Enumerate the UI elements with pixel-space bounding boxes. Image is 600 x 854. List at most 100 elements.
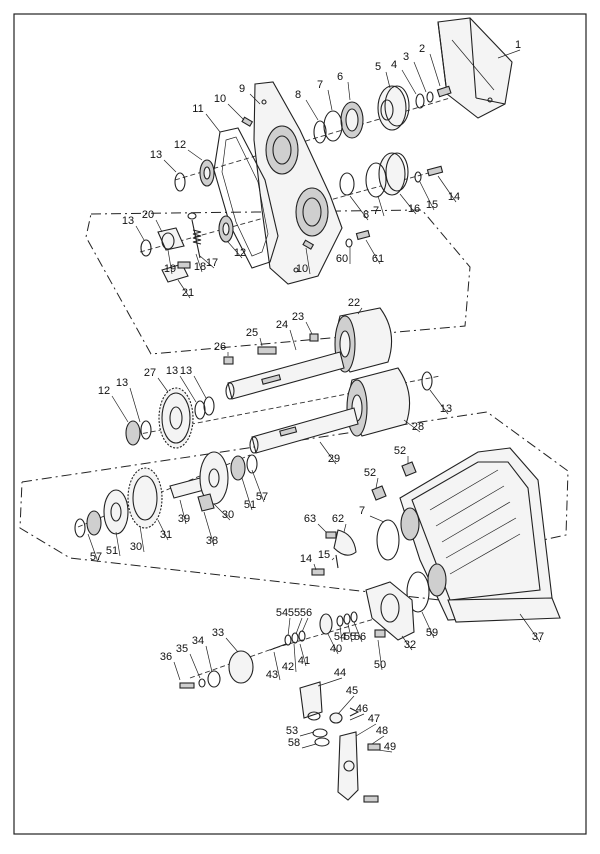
leader-line-40 — [327, 633, 339, 655]
leader-line-6 — [347, 81, 351, 101]
callout-label-7: 7 — [317, 79, 323, 91]
part-shaft-24 — [225, 351, 345, 400]
part-pulley-stack — [313, 85, 452, 144]
part-bracket-32 — [365, 581, 415, 641]
leader-line-49 — [377, 749, 393, 753]
leader-line-39 — [179, 499, 187, 525]
callout-label-51-2: 51 — [106, 545, 118, 557]
part-gearbox-housing — [399, 447, 561, 623]
callout-label-32: 32 — [404, 639, 416, 651]
leader-line-3 — [413, 61, 427, 93]
leader-line-11 — [205, 113, 221, 133]
callout-label-13-4: 13 — [166, 365, 178, 377]
leader-line-24 — [289, 329, 297, 351]
leader-line-1 — [497, 49, 521, 59]
leader-line-36 — [173, 661, 181, 681]
leader-line-15 — [419, 181, 435, 211]
callout-label-10: 10 — [214, 93, 226, 105]
leader-line-27 — [157, 377, 169, 393]
leader-line-29 — [319, 441, 337, 465]
leader-line-10 — [227, 103, 245, 121]
callout-label-48: 48 — [376, 725, 388, 737]
callout-label-13-5: 13 — [180, 365, 192, 377]
leader-line-53 — [299, 731, 315, 737]
callout-label-58: 58 — [288, 737, 300, 749]
callout-label-53: 53 — [286, 725, 298, 737]
callout-label-40: 40 — [330, 643, 342, 655]
part-sleeve-22 — [334, 307, 393, 373]
callout-label-26: 26 — [214, 341, 226, 353]
leader-line-57-2 — [87, 533, 99, 563]
part-lower-pulley — [339, 152, 444, 248]
leader-line-5 — [385, 71, 391, 89]
leader-line-54 — [287, 617, 291, 637]
callout-label-31: 31 — [160, 529, 172, 541]
leader-line-28 — [403, 419, 421, 433]
callout-label-52-2: 52 — [394, 445, 406, 457]
leader-line-52 — [375, 477, 379, 489]
leader-line-8 — [305, 99, 319, 121]
leader-line-20 — [155, 219, 163, 233]
leader-line-2 — [429, 53, 441, 87]
leader-line-12-2 — [227, 241, 243, 259]
callout-label-15: 15 — [426, 199, 438, 211]
leader-line-54-2 — [339, 625, 343, 643]
leader-line-45 — [337, 695, 355, 715]
callout-label-24: 24 — [276, 319, 288, 331]
callout-label-2: 2 — [419, 43, 425, 55]
part-cover — [437, 17, 513, 119]
leader-line-25 — [259, 337, 263, 347]
leader-line-56 — [301, 617, 309, 633]
leader-line-51 — [241, 477, 253, 511]
callout-label-15-2: 15 — [318, 549, 330, 561]
leader-line-15-2 — [331, 557, 335, 561]
leader-line-32 — [401, 635, 413, 651]
leader-line-12 — [187, 149, 203, 161]
leader-line-13-3 — [129, 387, 141, 423]
callout-label-12: 12 — [174, 139, 186, 151]
callout-label-51: 51 — [244, 499, 256, 511]
part-gasket — [213, 127, 279, 269]
callout-label-8: 8 — [295, 89, 301, 101]
callout-label-50: 50 — [374, 659, 386, 671]
callout-label-13-6: 13 — [440, 403, 452, 415]
leader-line-9 — [249, 93, 261, 105]
leader-line-17 — [199, 255, 215, 269]
leader-line-44 — [317, 677, 343, 687]
callout-label-28: 28 — [412, 421, 424, 433]
leader-line-30-2 — [139, 525, 145, 553]
callout-label-43: 43 — [266, 669, 278, 681]
part-cover-plate — [179, 650, 254, 689]
callout-label-37: 37 — [532, 631, 544, 643]
callout-label-42: 42 — [282, 661, 294, 673]
callout-label-18: 18 — [194, 261, 206, 273]
part-key-lower — [302, 239, 315, 250]
callout-label-27: 27 — [144, 367, 156, 379]
leader-line-14-2 — [313, 563, 317, 571]
callout-label-16: 16 — [408, 203, 420, 215]
leader-line-33 — [225, 637, 239, 653]
callout-label-56: 56 — [300, 607, 312, 619]
leader-line-4 — [401, 69, 417, 95]
leader-line-62 — [343, 523, 347, 533]
part-gear-27 — [158, 387, 194, 449]
callout-label-55-2: 55 — [344, 631, 356, 643]
callout-label-34: 34 — [192, 635, 204, 647]
callout-label-41: 41 — [298, 655, 310, 667]
callout-label-21: 21 — [182, 287, 194, 299]
callout-label-1: 1 — [515, 39, 521, 51]
part-seal-13-right — [421, 371, 433, 391]
callout-label-57-2: 57 — [90, 551, 102, 563]
callout-label-3: 3 — [403, 51, 409, 63]
leader-line-16 — [399, 193, 417, 215]
callout-label-10-2: 10 — [296, 263, 308, 275]
leader-line-21 — [177, 279, 191, 299]
leader-line-7-3 — [369, 515, 385, 523]
callout-label-25: 25 — [246, 327, 258, 339]
leader-line-23 — [305, 321, 313, 335]
callout-label-22: 22 — [348, 297, 360, 309]
leader-line-42 — [293, 643, 297, 673]
